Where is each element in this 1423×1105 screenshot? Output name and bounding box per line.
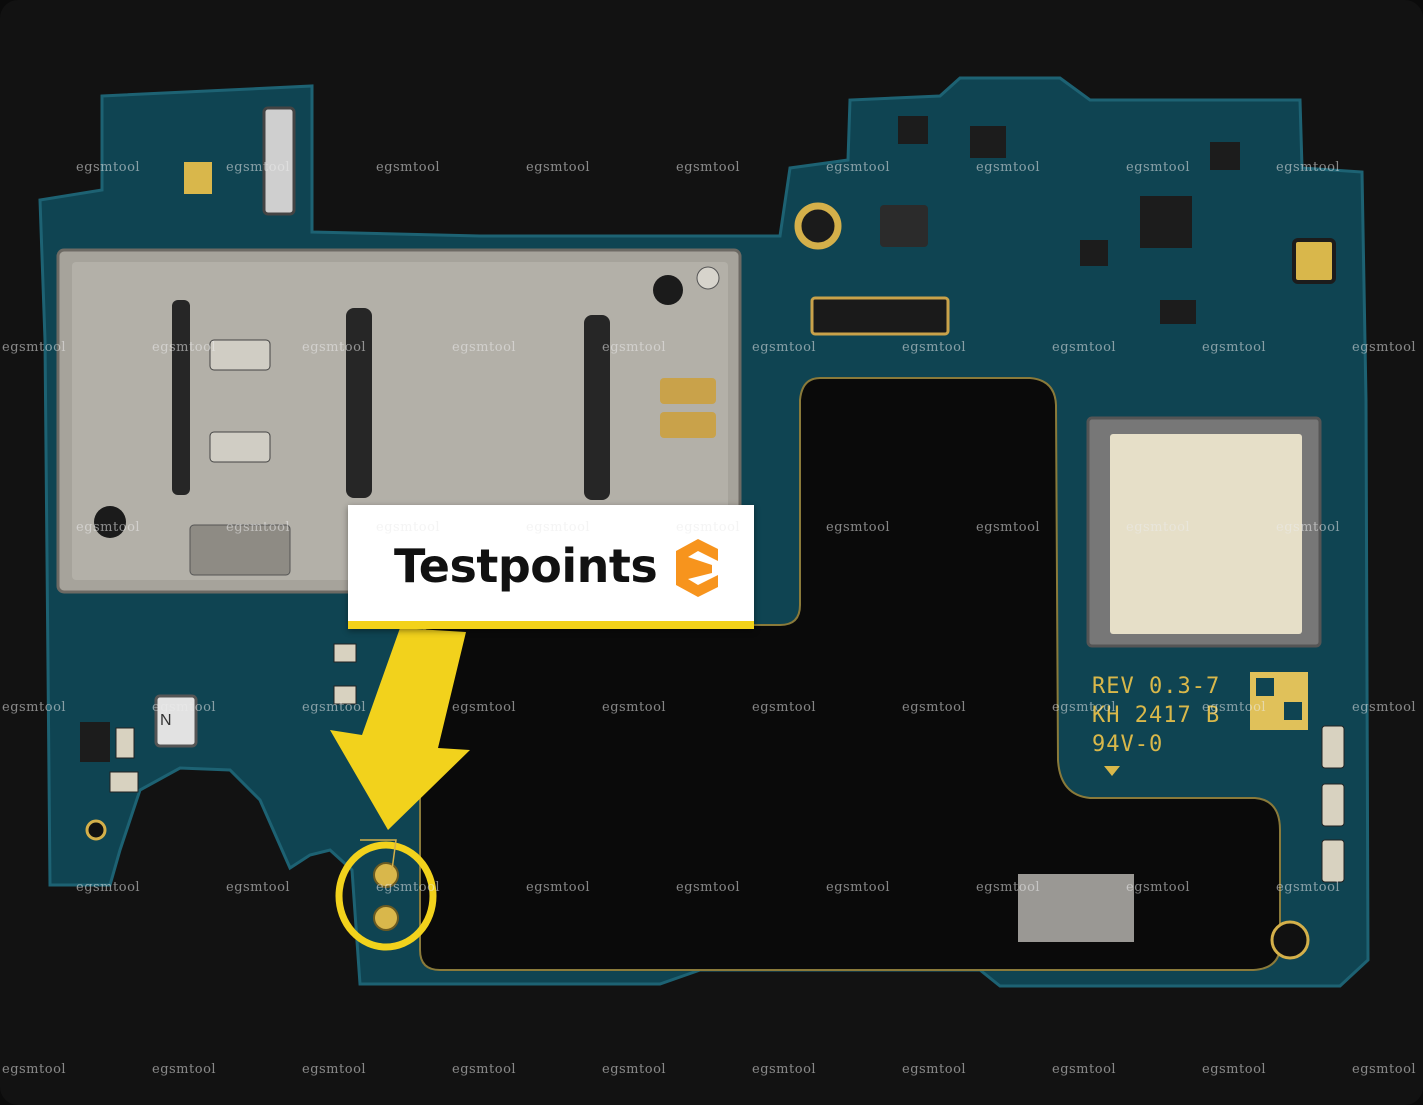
silkscreen-text: REV 0.3-7 KH 2417 B 94V-0 (1092, 672, 1220, 759)
gold-contact (660, 378, 716, 404)
sim-contact (209, 431, 271, 463)
component-n (154, 694, 198, 748)
flex-connector (810, 296, 950, 336)
qr-block (1256, 678, 1274, 696)
testpoint-highlight-circle (335, 841, 437, 951)
silkscreen-line: REV 0.3-7 (1092, 674, 1221, 699)
ic-chip (1080, 240, 1108, 266)
ic-chip (898, 116, 928, 144)
banner-title: Testpoints (394, 539, 658, 593)
shield-cutout (419, 377, 1281, 971)
ic-chip (1210, 142, 1240, 170)
foam-pad (1018, 874, 1134, 942)
gold-contact (660, 412, 716, 438)
gold-pad (1292, 238, 1336, 284)
chip (880, 205, 928, 247)
testpoint-pad (373, 862, 399, 888)
capacitor (333, 685, 357, 705)
gold-pad (184, 162, 212, 194)
sim-latch (189, 524, 291, 576)
ic-chip (970, 126, 1006, 158)
capacitor (333, 643, 357, 663)
capacitor (1321, 725, 1345, 769)
sim-slot (584, 315, 610, 500)
mount-hole (1270, 920, 1310, 960)
mount-hole (85, 819, 107, 841)
shield-can-top (1110, 434, 1302, 634)
sim-slot (346, 308, 372, 498)
sim-hole (653, 275, 683, 305)
silkscreen-line: 94V-0 (1092, 732, 1164, 757)
ic-chip (1160, 300, 1196, 324)
banner-accent-bar (348, 621, 754, 629)
component-mark-label: N (160, 712, 172, 729)
sim-contact (209, 339, 271, 371)
silk-triangle (1104, 766, 1120, 776)
testpoint-pad (373, 905, 399, 931)
side-connector (262, 106, 296, 216)
egsmtool-e-logo-icon (676, 539, 718, 597)
qr-block (1284, 702, 1302, 720)
testpoints-banner: Testpoints (348, 505, 754, 629)
silkscreen-line: KH 2417 B (1092, 703, 1221, 728)
sim-hole (94, 506, 126, 538)
capacitor (1321, 839, 1345, 883)
capacitor (109, 771, 139, 793)
capacitor (115, 727, 135, 759)
trace-line (360, 839, 397, 871)
ic-chip (1140, 196, 1192, 248)
mount-ring (794, 202, 842, 250)
sim-slot (172, 300, 190, 495)
ic-chip (80, 722, 110, 762)
capacitor (1321, 783, 1345, 827)
sim-screw (696, 266, 720, 290)
yellow-arrow (330, 628, 470, 830)
